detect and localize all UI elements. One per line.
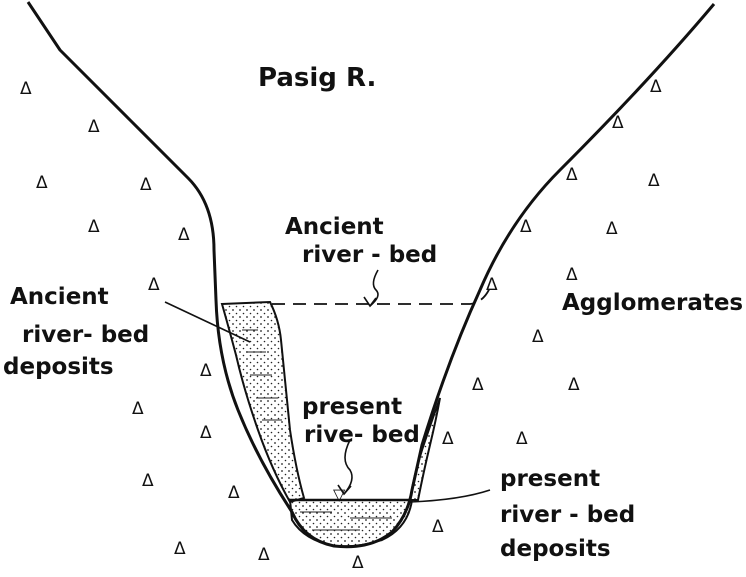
- agglomerate-symbol: Δ: [648, 171, 660, 191]
- agglomerate-symbol: Δ: [442, 429, 454, 449]
- present-deposits-body: [290, 500, 412, 546]
- ancient-deposits-label-3: deposits: [3, 354, 114, 380]
- ancient-bed-label-2: river - bed: [302, 242, 437, 268]
- agglomerate-symbol: Δ: [472, 375, 484, 395]
- agglomerate-symbol: Δ: [88, 117, 100, 137]
- agglomerate-symbol: Δ: [532, 327, 544, 347]
- agglomerate-symbol: Δ: [88, 217, 100, 237]
- present-bed-label-2: rive- bed: [304, 422, 420, 448]
- agglomerate-symbol: Δ: [612, 113, 624, 133]
- agglomerate-symbol: Δ: [132, 399, 144, 419]
- river-name-label: Pasig R.: [258, 63, 376, 93]
- agglomerate-symbol: Δ: [140, 175, 152, 195]
- agglomerate-symbol: Δ: [200, 361, 212, 381]
- agglomerate-symbol: Δ: [520, 217, 532, 237]
- agglomerate-symbol: Δ: [352, 553, 364, 572]
- agglomerate-symbol: Δ: [228, 483, 240, 503]
- agglomerate-symbol: Δ: [566, 265, 578, 285]
- leader-present-deposits: [410, 490, 490, 502]
- agglomerate-symbol: Δ: [148, 275, 160, 295]
- agglomerate-symbol: Δ: [486, 275, 498, 295]
- agglomerate-symbol: Δ: [20, 79, 32, 99]
- agglomerate-symbol: Δ: [258, 545, 270, 565]
- agglomerate-symbol: Δ: [200, 423, 212, 443]
- ancient-deposits-label-1: Ancient: [10, 284, 109, 310]
- agglomerate-symbol: Δ: [36, 173, 48, 193]
- agglomerate-symbol: Δ: [568, 375, 580, 395]
- present-deposits-label-1: present: [500, 466, 600, 492]
- agglomerate-symbol: Δ: [516, 429, 528, 449]
- present-deposits-label-2: river - bed: [500, 502, 635, 528]
- agglomerate-symbol: Δ: [174, 539, 186, 559]
- ancient-deposits-label-2: river- bed: [22, 322, 149, 348]
- ancient-bed-label-1: Ancient: [285, 214, 384, 240]
- agglomerate-symbol: Δ: [650, 77, 662, 97]
- water-level-symbol: ▽: [333, 485, 346, 504]
- agglomerate-symbol: Δ: [566, 165, 578, 185]
- present-bed-label-1: present: [302, 394, 402, 420]
- agglomerate-symbol: Δ: [432, 517, 444, 537]
- agglomerate-symbol: Δ: [606, 219, 618, 239]
- present-deposits-label-3: deposits: [500, 536, 611, 562]
- ancient-riverbed-level-line: [272, 282, 492, 304]
- agglomerates-label: Agglomerates: [562, 290, 743, 316]
- agglomerate-symbol: Δ: [142, 471, 154, 491]
- agglomerate-symbol: Δ: [178, 225, 190, 245]
